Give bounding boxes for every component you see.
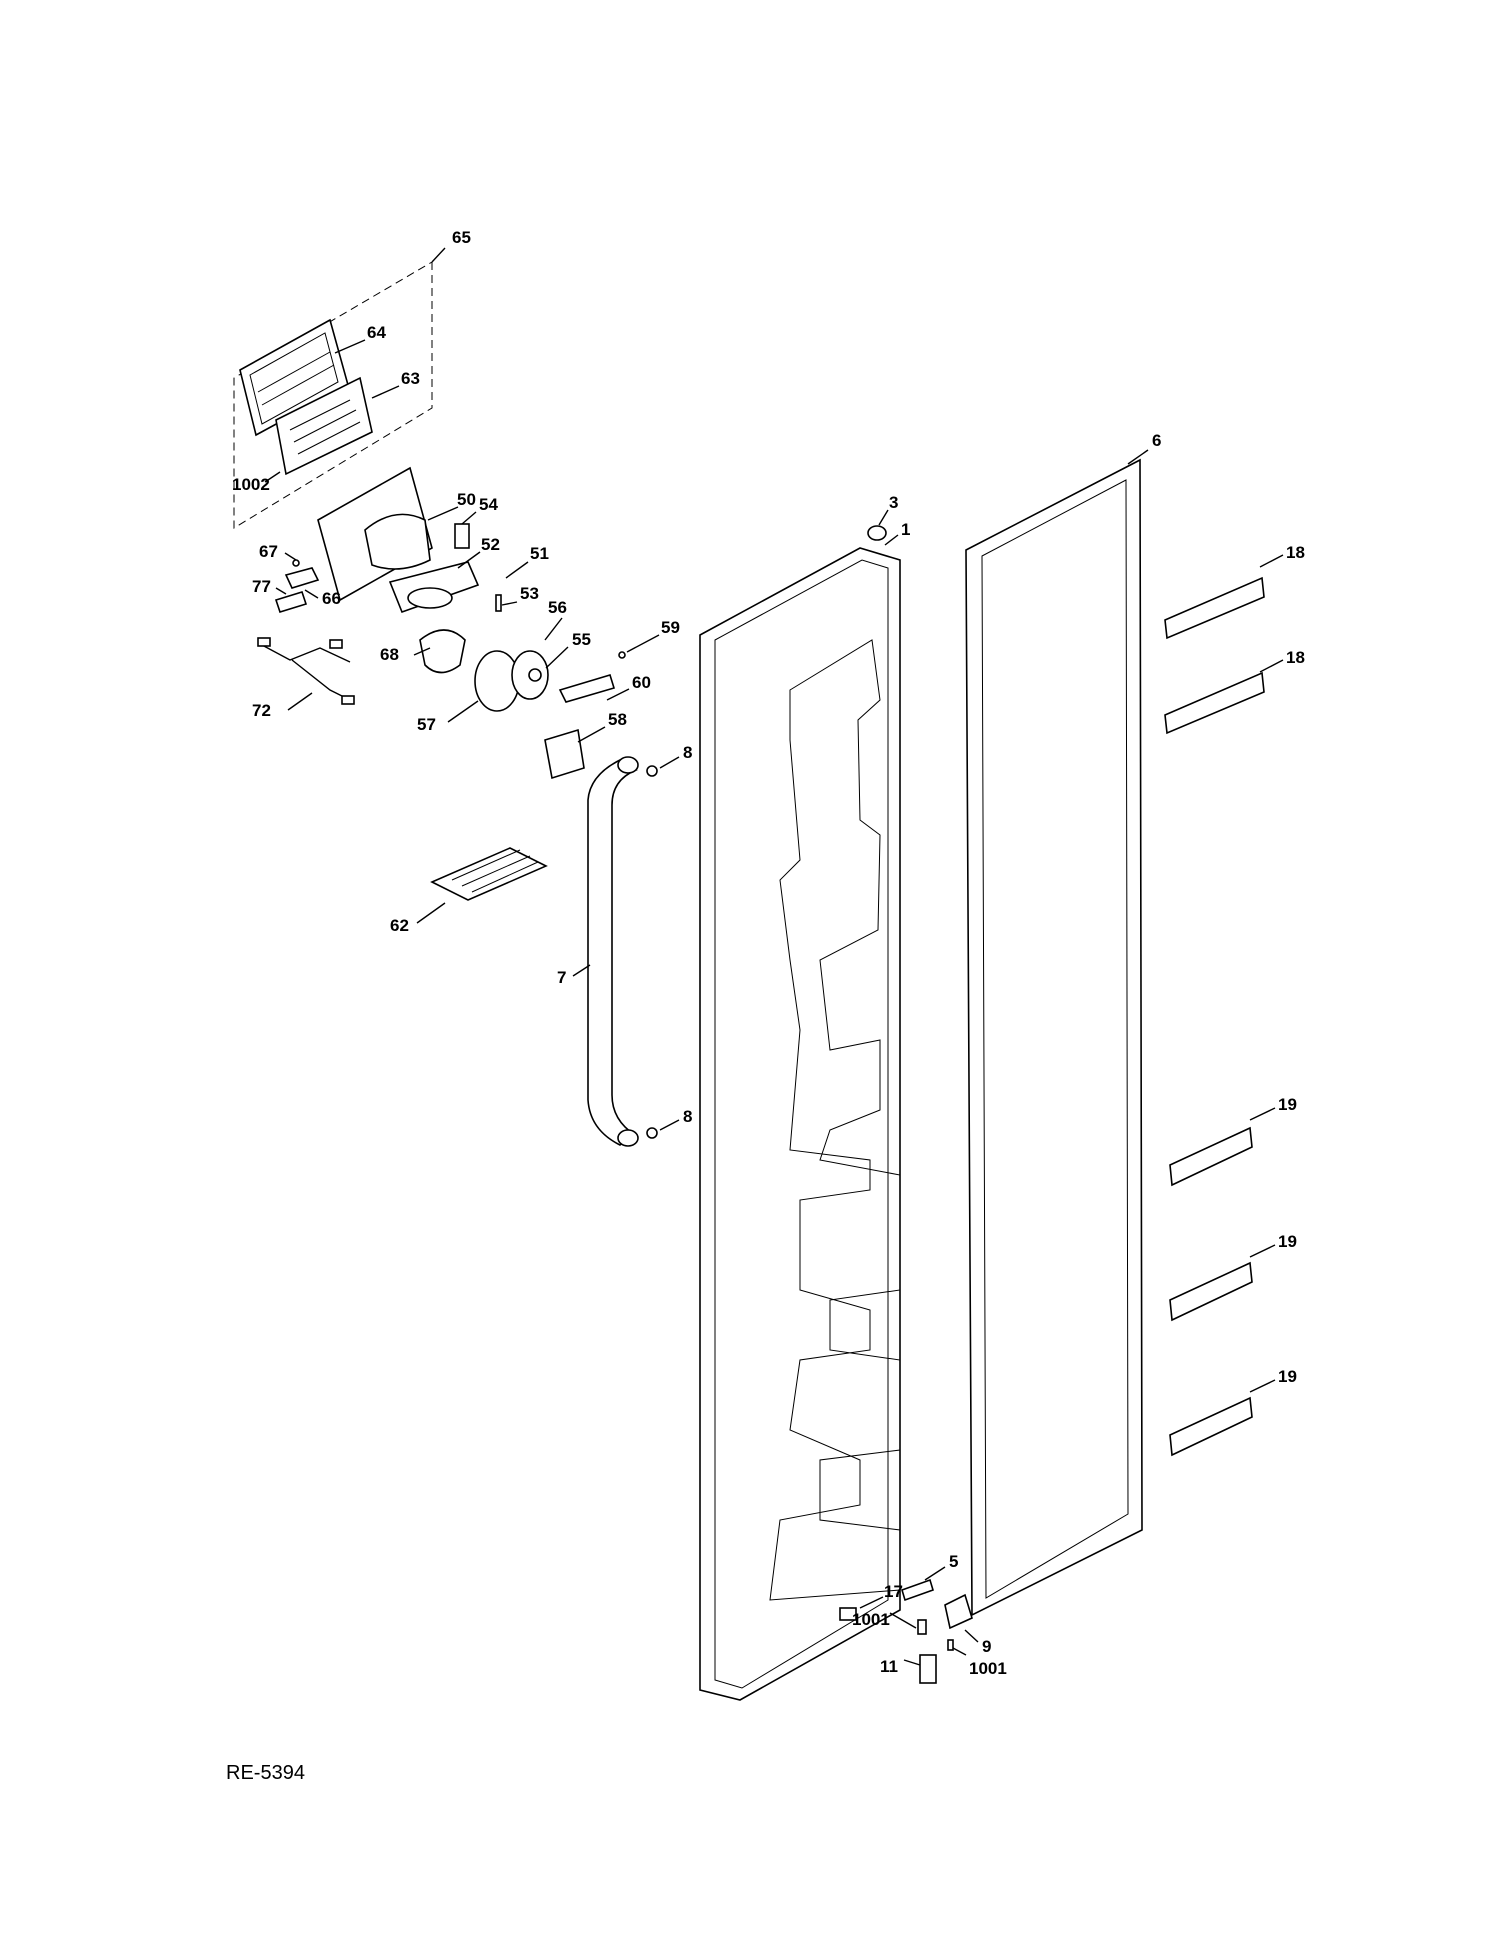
part-number-54: 54	[479, 495, 498, 514]
handle-screws	[646, 765, 658, 1139]
part-number-64: 64	[367, 323, 386, 342]
part-number-7: 7	[557, 968, 566, 987]
part-number-1001-left: 1001	[852, 1610, 890, 1629]
part-number-66: 66	[322, 589, 341, 608]
part-number-11: 11	[880, 1657, 898, 1676]
part-number-19-b: 19	[1278, 1232, 1297, 1251]
door-shelf-19-c	[1169, 1396, 1253, 1457]
part-number-52: 52	[481, 535, 500, 554]
part-number-56: 56	[548, 598, 567, 617]
door-cap-part	[867, 525, 887, 541]
part-number-68: 68	[380, 645, 399, 664]
part-number-18-lower: 18	[1286, 648, 1305, 667]
door-gasket-part	[965, 458, 1143, 1617]
part-number-67: 67	[259, 542, 278, 561]
part-number-8-upper: 8	[683, 743, 692, 762]
part-number-59: 59	[661, 618, 680, 637]
part-number-57: 57	[417, 715, 436, 734]
wire-harness-part	[257, 637, 355, 705]
actuator-parts	[419, 594, 502, 674]
part-number-58: 58	[608, 710, 627, 729]
diagram-reference-code: RE-5394	[226, 1762, 305, 1784]
dispenser-motor-part	[474, 650, 549, 712]
part-number-6: 6	[1152, 431, 1161, 450]
control-board-part	[275, 376, 373, 476]
door-handle-part	[587, 756, 639, 1147]
part-number-53: 53	[520, 584, 539, 603]
part-number-77: 77	[252, 577, 271, 596]
part-number-1002: 1002	[232, 475, 270, 494]
drip-tray-part	[430, 847, 548, 901]
part-number-62: 62	[390, 916, 409, 935]
part-number-50: 50	[457, 490, 476, 509]
bracket-part	[454, 523, 470, 549]
part-number-1: 1	[901, 520, 910, 539]
part-number-72: 72	[252, 701, 271, 720]
part-number-3: 3	[889, 493, 898, 512]
part-number-18-upper: 18	[1286, 543, 1305, 562]
door-part	[699, 547, 901, 1701]
door-shelf-19-a	[1169, 1126, 1253, 1187]
part-number-60: 60	[632, 673, 651, 692]
door-shelf-18-lower	[1164, 671, 1265, 735]
part-number-51: 51	[530, 544, 549, 563]
part-number-63: 63	[401, 369, 420, 388]
solenoid-part	[544, 728, 585, 780]
part-number-55: 55	[572, 630, 591, 649]
part-number-19-a: 19	[1278, 1095, 1297, 1114]
leader-lines	[264, 247, 1284, 1666]
hinge-hardware-group	[839, 1578, 973, 1684]
part-number-1001-right: 1001	[969, 1659, 1007, 1678]
small-hardware-group	[274, 559, 320, 613]
part-number-8-lower: 8	[683, 1107, 692, 1126]
part-number-17: 17	[884, 1582, 903, 1601]
part-number-65: 65	[452, 228, 471, 247]
part-number-19-c: 19	[1278, 1367, 1297, 1386]
part-number-5: 5	[949, 1552, 958, 1571]
door-shelf-19-b	[1169, 1261, 1253, 1322]
part-number-9: 9	[982, 1637, 991, 1656]
ice-chute-part	[388, 561, 480, 614]
dispenser-housing-part	[317, 466, 433, 602]
switch-bracket-part	[558, 651, 626, 703]
door-shelf-18-upper	[1164, 576, 1265, 640]
